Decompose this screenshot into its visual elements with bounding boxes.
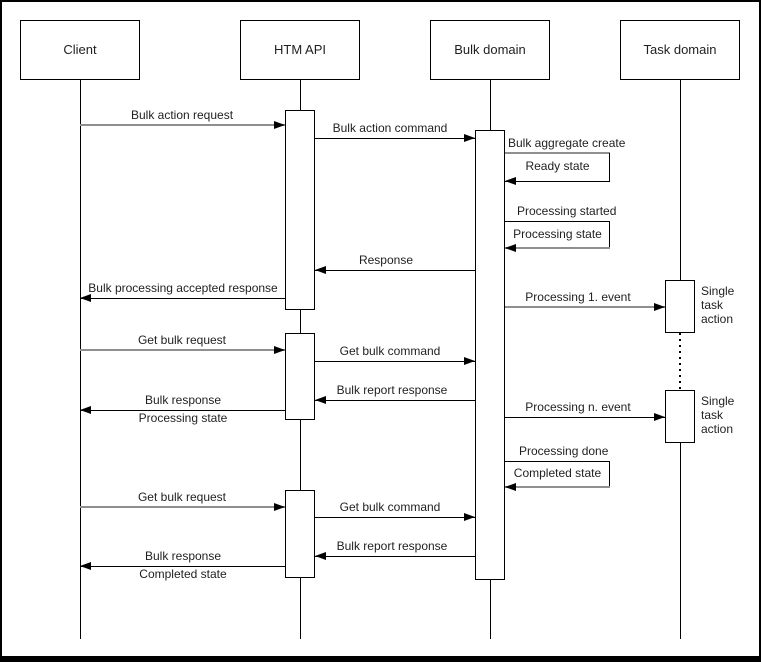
activation-bar-task-domain: [665, 280, 695, 333]
lifeline-client: [80, 80, 81, 639]
activation-bar-task-domain: [665, 390, 695, 443]
message-line: [80, 566, 285, 567]
arrowhead-icon: [315, 266, 326, 274]
message-label: Get bulk command: [339, 344, 441, 358]
message-line: [505, 417, 665, 418]
arrowhead-icon: [80, 562, 91, 570]
message-label: Bulk response: [144, 549, 222, 563]
self-message-state-label: Completed state: [513, 466, 602, 480]
message-line: [315, 138, 475, 139]
message-line: [315, 517, 475, 518]
arrowhead-icon: [274, 346, 285, 354]
message-line: [80, 349, 285, 351]
arrowhead-icon: [274, 503, 285, 511]
self-message-line-return: [505, 247, 610, 249]
message-label: Get bulk request: [137, 490, 227, 504]
self-message-line-return: [505, 486, 610, 488]
actor-label-bulk-domain: Bulk domain: [454, 42, 526, 57]
actor-label-htm-api: HTM API: [273, 42, 326, 57]
message-label: Bulk processing accepted response: [88, 281, 278, 295]
message-label: Bulk action request: [130, 108, 234, 122]
lifeline-task-domain: [680, 390, 681, 639]
self-message-state-label: Processing state: [513, 226, 602, 241]
message-line: [315, 556, 475, 557]
actor-box-htm-api: HTM API: [240, 20, 360, 80]
message-line: [80, 124, 285, 126]
arrowhead-icon: [505, 244, 516, 252]
actor-label-client: Client: [63, 42, 97, 57]
message-line: [315, 361, 475, 362]
message-label-line2: Completed state: [139, 567, 227, 581]
message-line: [315, 270, 475, 271]
message-label: Get bulk request: [137, 333, 227, 347]
self-message-line-side: [609, 221, 610, 248]
activation-bar-htm-api: [285, 490, 315, 578]
actor-label-task-domain: Task domain: [643, 42, 717, 57]
actor-box-client: Client: [20, 20, 140, 80]
message-label: Response: [358, 253, 414, 267]
message-line: [505, 306, 665, 308]
arrowhead-icon: [464, 134, 475, 142]
message-label-line2: Processing state: [138, 411, 228, 425]
self-message-title: Bulk aggregate create: [508, 136, 626, 150]
message-label: Bulk response: [144, 393, 222, 407]
self-message-line-out: [505, 152, 610, 154]
arrowhead-icon: [505, 177, 516, 185]
message-line: [80, 410, 285, 411]
self-message-line-out: [505, 221, 610, 222]
message-label: Bulk action command: [332, 121, 448, 135]
self-message-line-side: [609, 461, 610, 487]
message-line: [80, 298, 285, 299]
self-message-line-out: [505, 461, 610, 462]
arrowhead-icon: [315, 396, 326, 404]
message-label: Get bulk command: [339, 500, 441, 514]
message-label: Processing n. event: [525, 400, 631, 414]
message-line: [80, 506, 285, 508]
arrowhead-icon: [80, 406, 91, 414]
message-line: [315, 400, 475, 401]
actor-box-bulk-domain: Bulk domain: [430, 20, 550, 80]
self-message-line-return: [505, 181, 610, 182]
message-label: Bulk report response: [336, 539, 448, 553]
arrowhead-icon: [464, 357, 475, 365]
arrowhead-icon: [80, 294, 91, 302]
arrowhead-icon: [654, 303, 665, 311]
arrowhead-icon: [315, 552, 326, 560]
activation-side-label: Single task action: [701, 284, 735, 326]
activation-bar-bulk-domain: [475, 130, 505, 580]
message-label: Processing 1. event: [525, 290, 631, 304]
arrowhead-icon: [274, 121, 285, 129]
actor-box-task-domain: Task domain: [620, 20, 740, 80]
self-message-title: Processing done: [519, 444, 609, 458]
message-label: Bulk report response: [336, 383, 448, 397]
lifeline-task-domain-dotted: [679, 333, 681, 390]
arrowhead-icon: [505, 483, 516, 491]
activation-bar-htm-api: [285, 333, 315, 420]
self-message-state-label: Ready state: [525, 159, 590, 173]
self-message-title: Processing started: [517, 204, 617, 218]
lifeline-task-domain: [680, 80, 681, 333]
arrowhead-icon: [464, 513, 475, 521]
activation-bar-htm-api: [285, 110, 315, 310]
arrowhead-icon: [654, 413, 665, 421]
self-message-line-side: [609, 153, 610, 181]
activation-side-label: Single task action: [701, 394, 735, 436]
